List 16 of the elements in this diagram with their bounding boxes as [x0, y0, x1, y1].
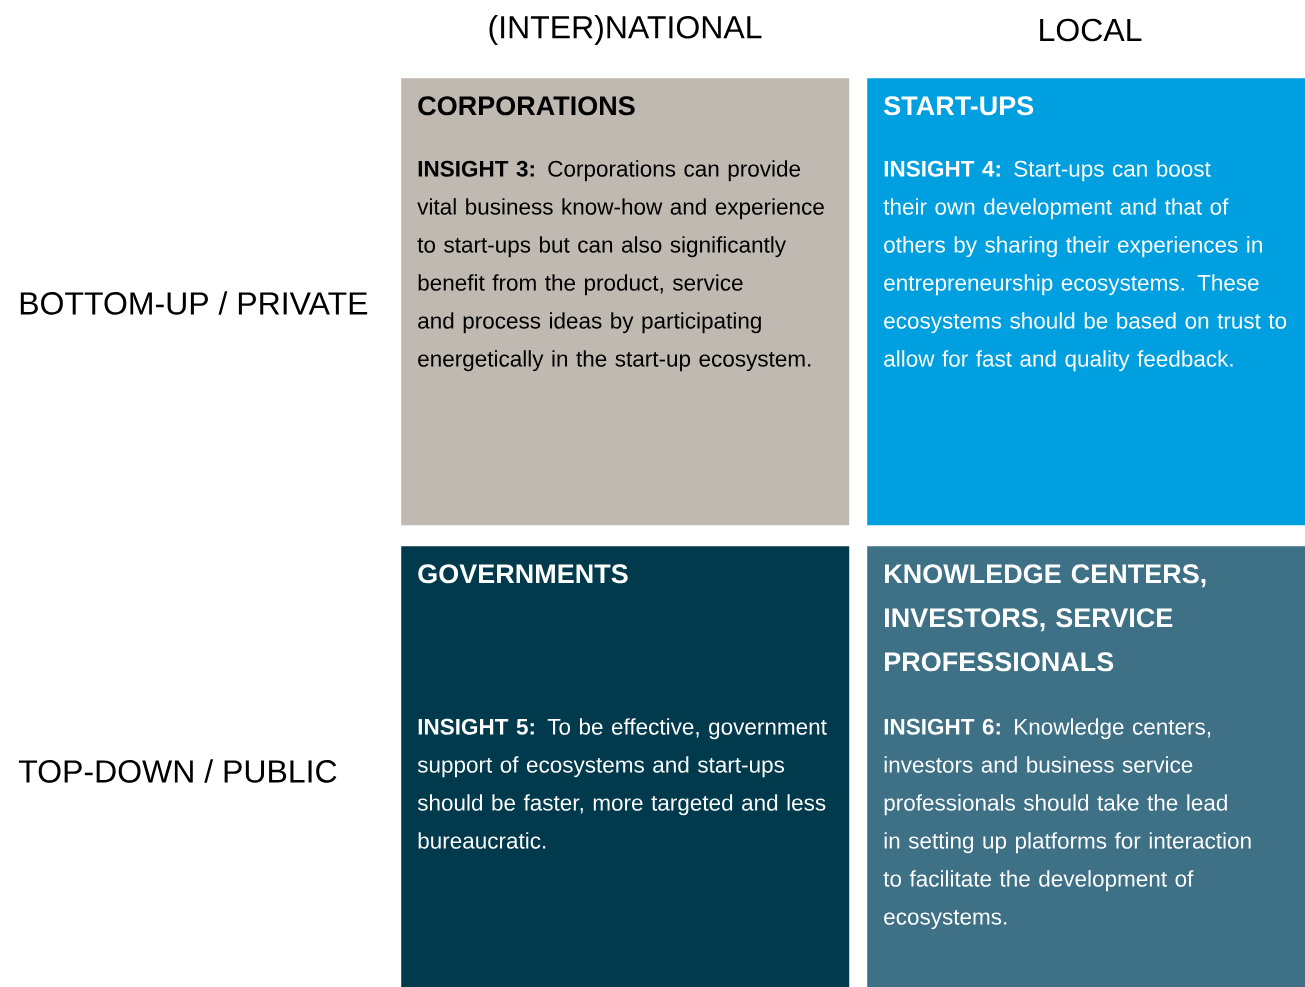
quadrant-box	[401, 546, 850, 987]
insight-text: INSIGHT 3: Corporations can provide vital business know-how and experience to start-ups but can also significantly benefit from the product, service and process ideas by participating energetically in the start-up ecosystem.	[417, 160, 824, 372]
axis-label: BOTTOM-UP / PRIVATE	[20, 291, 368, 315]
heading: KNOWLEDGE CENTERS, INVESTORS, SERVICE PROFESSIONALS	[885, 564, 1206, 672]
insight-text: INSIGHT 6: Knowledge centers, investors and business service professionals should take the lead in setting up platforms for interaction to facilitate the development of ecosystems.	[883, 718, 1251, 930]
heading: GOVERNMENTS	[418, 564, 628, 584]
insight-text: INSIGHT 5: To be effective, government support of ecosystems and start-ups should be faster, more targeted and less bureaucratic.	[417, 718, 827, 849]
axis-label: LOCAL	[1040, 18, 1142, 42]
quadrant-box	[867, 78, 1305, 526]
insight-text: INSIGHT 4: Start-ups can boost their own development and that of others by sharing their experiences in entrepreneurship ecosystems. These ecosystems should be based on trust to allow for fast and quality feedback.	[883, 160, 1287, 372]
heading: START-UPS	[884, 96, 1034, 116]
quadrant-box	[401, 78, 850, 526]
heading: CORPORATIONS	[418, 96, 635, 116]
quadrant-box	[867, 546, 1305, 987]
axis-label: (INTER)NATIONAL	[489, 15, 762, 45]
axis-label: TOP-DOWN / PUBLIC	[18, 759, 337, 783]
